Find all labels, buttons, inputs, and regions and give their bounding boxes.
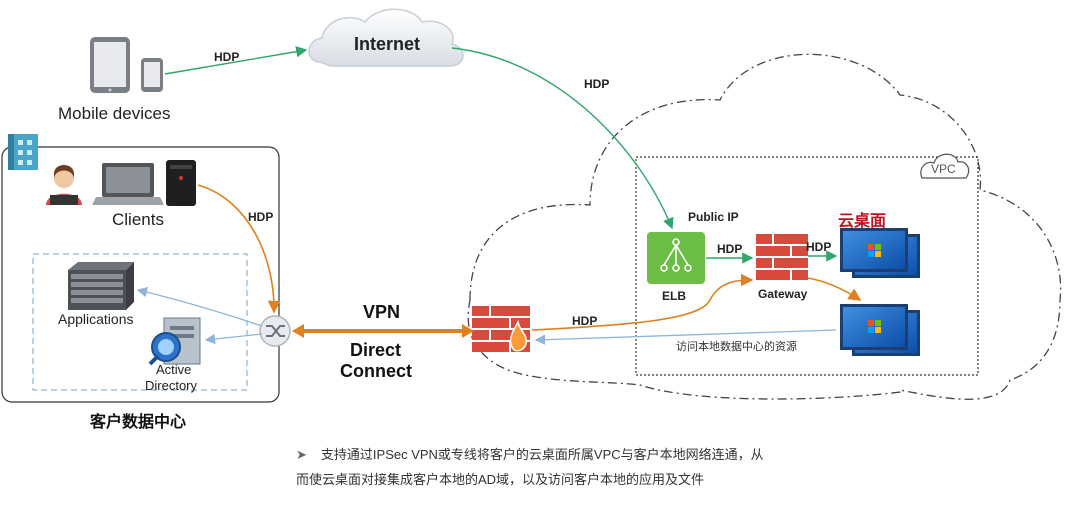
tablet-icon [90, 37, 130, 93]
direct-label: Direct [350, 340, 402, 360]
vpc-label: VPC [931, 162, 956, 176]
directory-label: Directory [145, 378, 198, 393]
desktop-monitor-icon [840, 304, 920, 356]
vpn-label: VPN [363, 302, 401, 322]
hdp-elb-label: HDP [717, 242, 743, 256]
bullet-icon: ➤ [296, 447, 307, 462]
firewall-icon [472, 306, 530, 352]
description-note: ➤支持通过IPSec VPN或专线将客户的云桌面所属VPC与客户本地网络连通，从… [296, 442, 896, 492]
elb-icon [647, 232, 705, 284]
datacenter-inner-box [32, 253, 248, 391]
elb-label: ELB [662, 289, 686, 303]
hdp-gateway-label: HDP [806, 240, 832, 254]
link-switch-to-directory [204, 333, 263, 345]
hdp-internet-label: HDP [584, 77, 610, 91]
hdp-clients-label: HDP [248, 210, 274, 224]
public-ip-label: Public IP [688, 210, 739, 224]
datacenter-label: 客户数据中心 [90, 414, 187, 431]
link-internet-to-elb [451, 47, 674, 230]
link-gateway-to-desktop-bottom [807, 277, 862, 301]
connect-label: Connect [340, 361, 412, 381]
link-desktop-to-firewall [534, 329, 837, 345]
note-line-2: 而使云桌面对接集成客户本地的AD域，以及访问客户本地的应用及文件 [296, 472, 705, 487]
server-icon [68, 262, 134, 310]
vpn-link [292, 324, 474, 338]
link-firewall-to-gateway [531, 273, 754, 331]
gateway-firewall-icon [756, 234, 808, 280]
link-switch-to-server [136, 287, 263, 327]
hdp-firewall-label: HDP [572, 314, 598, 328]
desktop-monitor-icon [840, 228, 920, 278]
access-local-label: 访问本地数据中心的资源 [676, 341, 797, 353]
laptop-icon [92, 163, 164, 205]
thin-client-icon [166, 160, 196, 206]
cloud-desktop-label: 云桌面 [838, 213, 887, 230]
phone-icon [141, 58, 163, 92]
link-mobile-to-internet [164, 46, 308, 75]
gateway-label: Gateway [758, 287, 808, 301]
switch-icon [259, 315, 291, 347]
note-line-1: ➤支持通过IPSec VPN或专线将客户的云桌面所属VPC与客户本地网络连通，从 [296, 447, 764, 462]
applications-label: Applications [58, 311, 134, 327]
building-icon [8, 134, 38, 170]
internet-label: Internet [354, 34, 421, 54]
mobile-devices-label: Mobile devices [58, 104, 171, 123]
datacenter-box [1, 146, 280, 403]
person-icon [46, 165, 82, 205]
directory-icon [148, 317, 201, 366]
active-label: Active [156, 362, 192, 377]
hdp-mobile-label: HDP [214, 50, 240, 64]
link-clients-to-switch [197, 184, 281, 314]
clients-label: Clients [112, 210, 164, 229]
vpc-cloud-outline [467, 53, 1062, 400]
vpc-badge-icon [920, 153, 970, 179]
